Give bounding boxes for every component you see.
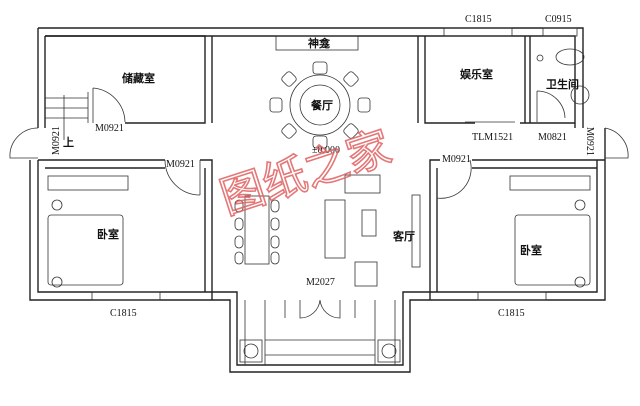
bathroom-fixtures xyxy=(536,48,590,105)
beds xyxy=(47,175,591,288)
door-code-entertainment: TLM1521 xyxy=(472,132,513,143)
long-dining-table xyxy=(234,195,280,265)
room-label-bathroom: 卫生间 xyxy=(546,77,579,91)
room-label-living: 客厅 xyxy=(392,229,415,243)
door-code-entry-right: M0921 xyxy=(584,127,595,156)
door-code-bedroom-left: M0921 xyxy=(166,159,195,170)
room-label-storage: 储藏室 xyxy=(122,71,155,85)
door-code-storage: M0921 xyxy=(95,123,124,134)
window-code-entertainment: C1815 xyxy=(465,14,492,25)
door-code-main: M2027 xyxy=(306,277,335,288)
round-dining-table xyxy=(269,61,371,149)
room-label-bedroom-right: 卧室 xyxy=(520,243,542,257)
doors xyxy=(9,87,629,319)
room-label-bedroom-left: 卧室 xyxy=(97,227,119,241)
walls xyxy=(29,27,606,373)
window-code-bathroom: C0915 xyxy=(545,14,572,25)
stairs xyxy=(45,92,89,140)
windows xyxy=(91,27,578,301)
door-code-bathroom: M0821 xyxy=(538,132,567,143)
window-code-bedroom-left: C1815 xyxy=(110,308,137,319)
floor-level: ±0.000 xyxy=(312,145,340,156)
stairs-up-label: 上 xyxy=(63,135,74,149)
room-label-entertainment: 娱乐室 xyxy=(460,67,493,81)
window-code-bedroom-right: C1815 xyxy=(498,308,525,319)
room-label-shrine: 神龛 xyxy=(308,36,331,50)
door-code-bedroom-right: M0921 xyxy=(442,154,471,165)
door-code-entry-left: M0921 xyxy=(51,126,62,155)
room-label-dining: 餐厅 xyxy=(310,98,333,112)
living-furniture xyxy=(324,174,421,287)
watermark: 图纸之家 xyxy=(214,122,397,225)
